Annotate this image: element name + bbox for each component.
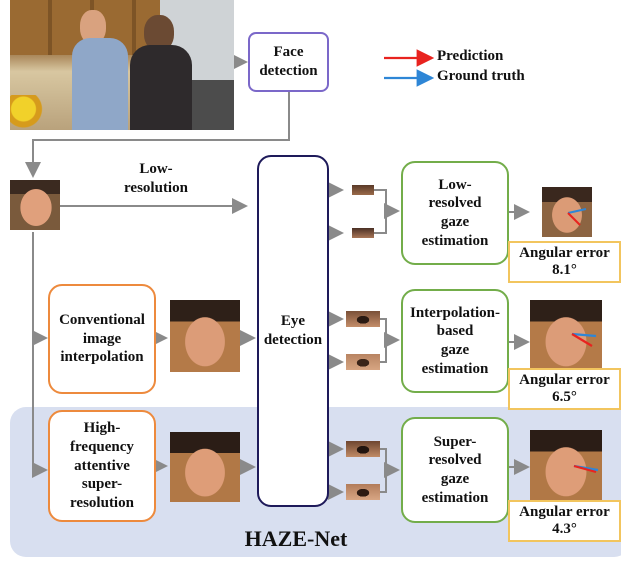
super-resolved-gaze-label: Super- resolved gaze estimation [421, 433, 489, 506]
hfasr-box: High- frequency attentive super- resolut… [48, 410, 156, 522]
face-detection-label: Face detection [259, 44, 318, 79]
angular-error-super-value: 4.3° [552, 521, 577, 537]
gaze-arrows-super [573, 464, 599, 474]
merge-super [380, 448, 387, 493]
eye-detection-box: Eye detection [257, 155, 329, 507]
face-interpolated [170, 300, 240, 372]
result-face-interp [530, 300, 602, 372]
interpolation-gaze-label: Interpolation- based gaze estimation [410, 304, 500, 377]
angular-error-low-label: Angular error [519, 244, 610, 261]
eye-crop-low-2 [352, 228, 374, 238]
eye-detection-label: Eye detection [263, 313, 323, 348]
angular-error-super-label: Angular error [519, 503, 610, 520]
low-resolved-gaze-box: Low- resolved gaze estimation [401, 161, 509, 265]
conventional-interpolation-box: Conventional image interpolation [48, 284, 156, 394]
eye-crop-super-1 [346, 441, 380, 457]
eye-crop-super-2 [346, 484, 380, 500]
hazenet-label: HAZE-Net [244, 526, 348, 551]
scene-photo [10, 0, 234, 130]
gaze-arrows-low [567, 208, 587, 226]
eye-crop-interp-1 [346, 311, 380, 327]
legend-ground-truth-label: Ground truth [437, 68, 525, 84]
legend-prediction-label: Prediction [437, 48, 504, 64]
eye-crop-low-1 [352, 185, 374, 195]
angular-error-low: Angular error 8.1° [508, 241, 621, 283]
hfasr-label: High- frequency attentive super- resolut… [70, 420, 134, 512]
face-super-resolved [170, 432, 240, 502]
result-face-super [530, 430, 602, 502]
super-resolved-gaze-box: Super- resolved gaze estimation [401, 417, 509, 523]
angular-error-interp-label: Angular error [519, 371, 610, 388]
eye-crop-interp-2 [346, 354, 380, 370]
angular-error-super: Angular error 4.3° [508, 500, 621, 542]
angular-error-interp-value: 6.5° [552, 389, 577, 405]
interpolation-gaze-box: Interpolation- based gaze estimation [401, 289, 509, 393]
merge-low [374, 189, 387, 234]
low-resolution-label: Low- resolution [124, 161, 188, 196]
merge-interp [380, 318, 387, 363]
conventional-interpolation-label: Conventional image interpolation [59, 311, 145, 366]
angular-error-interp: Angular error 6.5° [508, 368, 621, 410]
low-resolved-gaze-label: Low- resolved gaze estimation [421, 176, 489, 249]
gaze-arrows-interp [571, 332, 597, 347]
face-crop-low-resolution [10, 180, 60, 230]
face-detection-box: Face detection [248, 32, 329, 92]
arrow-face-detection-to-crop [25, 92, 290, 178]
result-face-low [542, 187, 592, 237]
angular-error-low-value: 8.1° [552, 262, 577, 278]
